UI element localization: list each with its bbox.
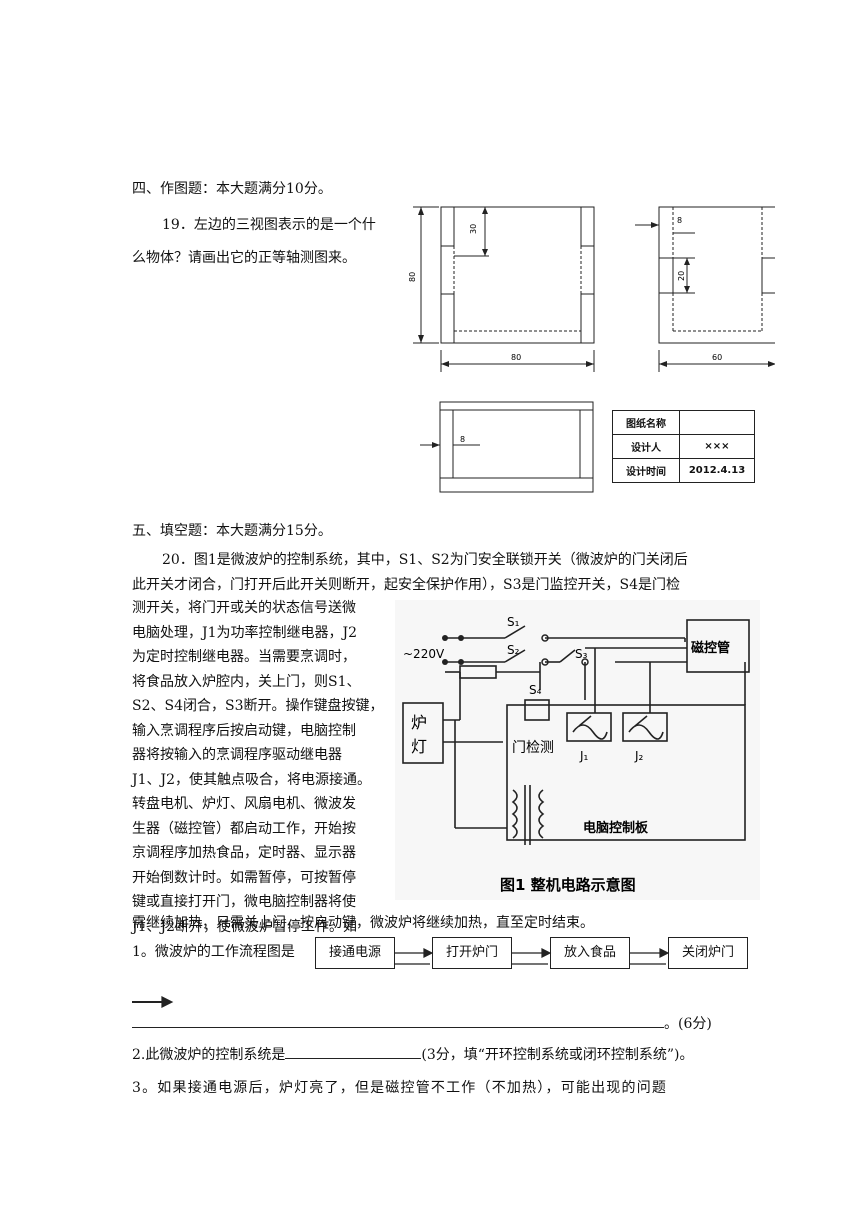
- title-block-value: ×××: [679, 434, 755, 459]
- q20-wrap-line: 器将按输入的烹调程序驱动继电器: [132, 747, 342, 763]
- q2-answer-blank: [285, 1042, 422, 1059]
- q2-suffix: (3分，填“开环控制系统或闭环控制系统”)。: [421, 1047, 694, 1063]
- side-dim-width: 60: [712, 353, 722, 362]
- top-view-drawing: 8: [420, 401, 594, 493]
- circuit-s3: S₃: [575, 647, 588, 661]
- title-block-value: 2012.4.13: [679, 458, 755, 483]
- q20-wrap-line: 测开关，将门开或关的状态信号送微: [132, 600, 356, 616]
- side-dim-top: 8: [677, 216, 682, 225]
- section4-heading: 四、作图题：本大题满分10分。: [132, 181, 332, 197]
- q20-wrap-line: 电脑处理，J1为功率控制继电器，J2: [132, 624, 358, 641]
- q19-line1: 19．左边的三视图表示的是一个什: [162, 217, 376, 233]
- q19-line2: 么物体？请画出它的正等轴测图来。: [132, 250, 356, 266]
- circuit-caption: 图1 整机电路示意图: [500, 876, 636, 894]
- flow-box-put-food: 放入食品: [550, 937, 630, 969]
- q20-wrapped-text: 测开关，将门开或关的状态信号送微 电脑处理，J1为功率控制继电器，J2 为定时控…: [132, 596, 390, 939]
- q20-wrap-line: 输入烹调程序后按启动键，电脑控制: [132, 722, 356, 739]
- title-block-label: 图纸名称: [612, 410, 680, 435]
- q20-wrap-line: 京调程序加热食品，定时器、显示器: [132, 845, 356, 861]
- q20-wrap-line: 键或直接打开门，微电脑控制器将使: [132, 894, 356, 910]
- side-dim-inner: 20: [677, 271, 686, 281]
- q20-wrap-line: 开始倒数计时。如需暂停，可按暂停: [132, 869, 356, 886]
- title-block-label: 设计时间: [612, 458, 680, 483]
- q20-wrap-line: S2、S4闭合，S3断开。操作键盘按键，: [132, 698, 384, 714]
- q20-wrap-line: 将食品放入炉腔内，关上门，则S1、: [132, 673, 361, 690]
- front-dim-width: 80: [511, 353, 521, 362]
- circuit-j2: J₂: [634, 749, 644, 763]
- q20-line1: 20．图1是微波炉的控制系统，其中，S1、S2为门安全联锁开关（微波炉的门关闭后: [162, 552, 688, 568]
- circuit-lamp-line1: 炉: [411, 713, 427, 732]
- q1-answer-blank: [132, 1027, 664, 1028]
- q20-wrap-line: J1、J2，使其触点吸合，将电源接通。: [132, 771, 372, 788]
- title-block: 图纸名称 设计人 ××× 设计时间 2012.4.13: [612, 410, 755, 483]
- q3-line: 3。如果接通电源后，炉灯亮了，但是磁控管不工作（不加热），可能出现的问题: [132, 1080, 668, 1096]
- title-block-row: 设计时间 2012.4.13: [612, 458, 755, 483]
- q20-wrap-line: 生器（磁控管）都启动工作，开始按: [132, 820, 356, 837]
- circuit-door-detect: 门检测: [512, 740, 554, 756]
- q2-line: 2.此微波炉的控制系统是 (3分，填“开环控制系统或闭环控制系统”)。: [132, 1042, 694, 1067]
- circuit-s2: S₂: [507, 643, 520, 657]
- section5-heading: 五、填空题：本大题满分15分。: [132, 523, 332, 539]
- front-view-drawing: 80 30 80: [408, 206, 595, 372]
- title-block-row: 图纸名称: [612, 410, 755, 435]
- q20-wrap-line: 转盘电机、炉灯、风扇电机、微波发: [132, 796, 356, 812]
- q2-prefix: 2.此微波炉的控制系统是: [132, 1047, 286, 1063]
- title-block-row: 设计人 ×××: [612, 434, 755, 459]
- circuit-diagram: ~220V S₁ S₂ S₃ S₄ 磁控管 炉 灯 门检测 J₁ J₂ 电脑控制…: [395, 600, 760, 900]
- front-dim-height: 80: [408, 272, 417, 282]
- flow-box-power: 接通电源: [315, 937, 395, 969]
- q20-wrap-line: J1、J2断开，使微波炉暂停工作。如: [132, 918, 358, 935]
- circuit-lamp-line2: 灯: [411, 737, 427, 756]
- q20-wrap-line: 为定时控制继电器。当需要烹调时，: [132, 649, 356, 665]
- top-dim-side: 8: [460, 435, 465, 444]
- front-dim-inner: 30: [469, 224, 478, 234]
- circuit-magnetron: 磁控管: [691, 640, 730, 656]
- q1-score: 。(6分): [664, 1016, 712, 1032]
- side-view-drawing: 8 20 60: [635, 206, 775, 372]
- title-block-label: 设计人: [612, 434, 680, 459]
- circuit-j1: J₁: [579, 749, 589, 763]
- circuit-voltage: ~220V: [403, 647, 445, 661]
- circuit-s1: S₁: [507, 615, 520, 629]
- flow-box-open-door: 打开炉门: [432, 937, 512, 969]
- circuit-board-label: 电脑控制板: [583, 820, 649, 836]
- q1-prefix: 1。微波炉的工作流程图是: [132, 944, 295, 960]
- flow-arrows: [132, 948, 670, 1008]
- q20-last-line: 需继续加热，只需关上门，按启动键，微波炉将继续加热，直至定时结束。: [132, 915, 594, 931]
- q20-line2: 此开关才闭合，门打开后此开关则断开，起安全保护作用），S3是门监控开关，S4是门…: [132, 577, 680, 593]
- title-block-value: [679, 410, 755, 435]
- flow-box-close-door: 关闭炉门: [668, 937, 748, 969]
- circuit-s4: S₄: [529, 683, 542, 697]
